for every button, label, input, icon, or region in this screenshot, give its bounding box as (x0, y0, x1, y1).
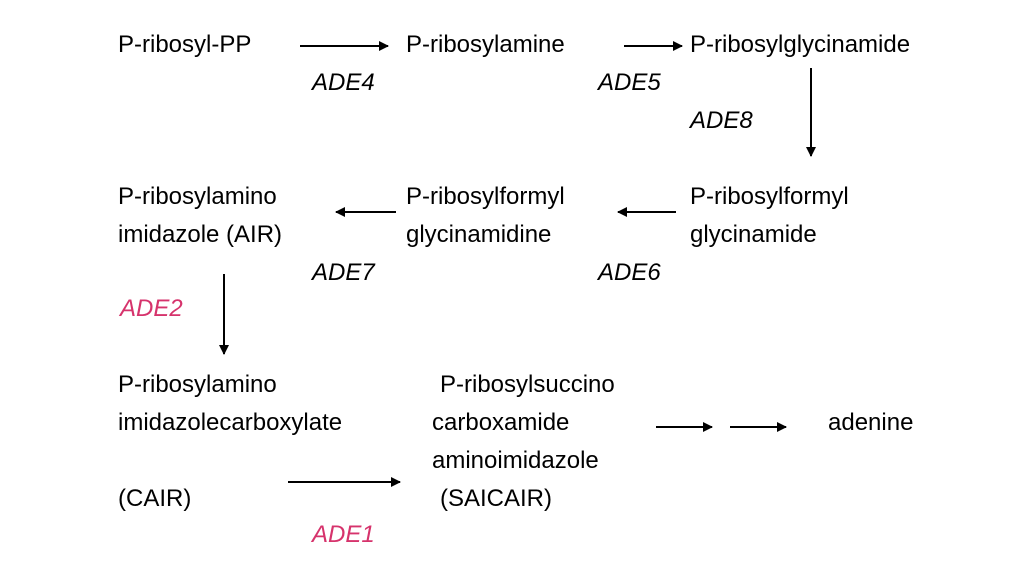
compound-pra: P-ribosylamine (406, 31, 565, 58)
compound-saicar-line1: P-ribosylsuccino (440, 371, 615, 398)
compound-cair-line2: imidazolecarboxylate (118, 409, 343, 436)
compound-fgam-line2: glycinamidine (406, 221, 552, 248)
compound-cair-line3: (CAIR) (118, 485, 192, 512)
compound-adenine: adenine (828, 409, 914, 436)
compound-air-line2: imidazole (AIR) (118, 221, 283, 248)
enzyme-ade8: ADE8 (690, 107, 753, 134)
enzyme-ade6: ADE6 (598, 259, 661, 286)
enzyme-ade7: ADE7 (312, 259, 375, 286)
compound-saicar-line3: aminoimidazole (432, 447, 599, 474)
compound-fgar-line1: P-ribosylformyl (690, 183, 849, 210)
enzyme-ade4: ADE4 (312, 69, 375, 96)
compound-air-line1: P-ribosylamino (118, 183, 277, 210)
enzyme-ade5: ADE5 (598, 69, 661, 96)
compound-fgar-line2: glycinamide (690, 221, 817, 248)
compound-cair-line1: P-ribosylamino (118, 371, 277, 398)
compound-saicar-line2: carboxamide (432, 409, 570, 436)
enzyme-ade1: ADE1 (312, 521, 375, 548)
compound-gar: P-ribosylglycinamide (690, 31, 911, 58)
compound-prpp: P-ribosyl-PP (118, 31, 252, 58)
compound-saicar-line4: (SAICAIR) (440, 485, 553, 512)
enzyme-ade2: ADE2 (120, 295, 183, 322)
compound-fgam-line1: P-ribosylformyl (406, 183, 565, 210)
